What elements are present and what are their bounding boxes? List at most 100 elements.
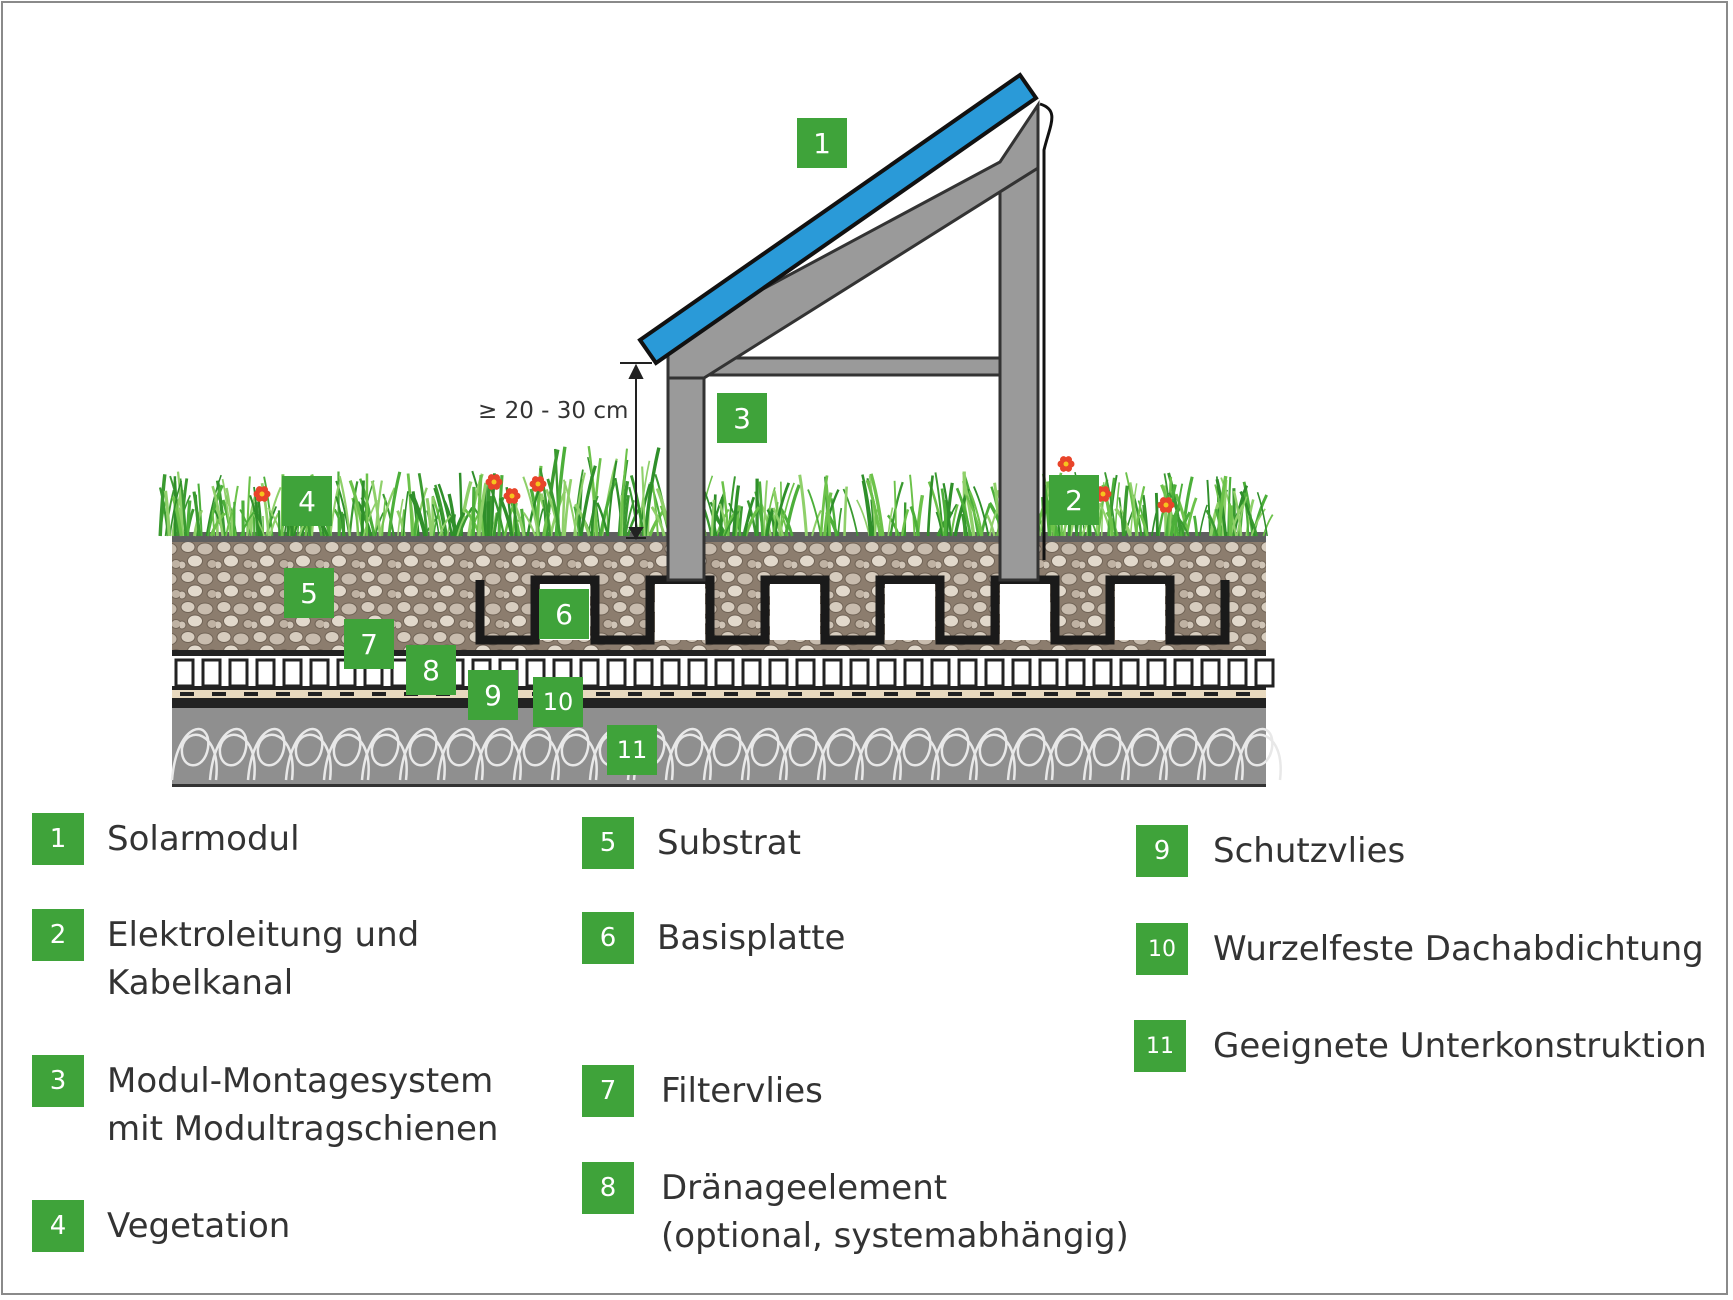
grass-blade [837,507,843,537]
grass-blade [1125,472,1138,537]
insulation-loop [892,727,940,781]
grass-blade [397,498,404,537]
callout-badge-9: 9 [468,670,518,720]
grass-blade [1154,492,1159,537]
electric-cable [1039,102,1054,560]
flower-center [509,493,515,499]
fleece-dash [180,692,194,696]
grass-blade [780,508,794,537]
grass-blade [492,512,500,537]
grass-blade [341,513,346,537]
fleece-dash [372,692,386,696]
drainage-cell [822,658,843,688]
grass-blade [158,474,167,537]
insulation-loop [854,727,902,781]
grass-blade [784,484,801,537]
grass-blade [968,490,984,537]
flower-petal [1165,505,1172,513]
insulation-loop [284,727,332,781]
grass-blade [926,475,934,537]
fleece-dash [244,692,258,696]
insulation-loop [1158,727,1206,781]
grass-blade [225,487,235,537]
fleece-dash [1044,692,1058,696]
flower-petal [488,474,495,482]
legend-badge-9: 9 [1136,825,1188,877]
insulation-loop [246,727,294,781]
grass-blade [417,473,429,537]
insulation-loop [360,727,408,781]
drainage-cell [957,658,978,688]
fleece-dash [212,692,226,696]
grass-blade [622,494,630,537]
fleece-dash [660,692,674,696]
grass-blade [1205,509,1219,537]
grass-blade [381,497,387,537]
callout-badge-10: 10 [533,677,583,727]
callout-badge-3: 3 [717,393,767,443]
drainage-cell [1200,658,1221,688]
grass-blade [965,494,983,537]
insulation-loop [436,727,484,781]
grass-blade [619,448,629,537]
drainage-cell [1011,658,1032,688]
grass-blade [185,500,192,537]
grass-blade [732,485,741,537]
grass-blade [1193,515,1199,537]
grass-blade [1243,492,1250,537]
grass-blade [434,484,448,537]
insulation-loop [1196,727,1244,781]
grass-blade [1248,515,1258,537]
drainage-cell [687,658,708,688]
legend-label-4: Vegetation [107,1206,291,1246]
grass-blade [400,509,406,537]
grass-blade [563,478,573,537]
insulation-loop [208,727,256,781]
grass-blade [408,493,427,537]
drainage-cell [579,658,600,688]
grass-blade [856,499,871,537]
grass-blade [425,498,433,537]
fleece-dash [308,692,322,696]
grass-blade [1227,503,1233,537]
flower-petal [1065,456,1072,464]
drainage-element [172,650,1275,690]
insulation-loop [930,727,978,781]
grass-blade [1256,491,1268,537]
insulation-loop [512,727,560,781]
grass-blade [765,507,775,537]
grass-blade [522,476,540,537]
grass-blade [205,484,224,537]
fleece-dash [852,692,866,696]
drainage-cell [903,658,924,688]
grass-blade [573,472,586,537]
grass-blade [1142,504,1147,537]
grass-blade [1139,514,1149,537]
grass-blade [453,511,466,537]
drainage-cell [849,658,870,688]
drainage-cell [255,658,276,688]
grass-blade [452,514,456,537]
grass-blade [351,497,360,537]
fleece-dash [596,692,610,696]
mounting-frame [666,100,1040,582]
legend-label-6: Basisplatte [657,918,846,958]
flower-petal [261,494,268,502]
grass-blade [438,515,452,537]
grass-blade [772,490,782,537]
substrate-layer [172,540,1266,650]
grass-blade [900,509,910,537]
grass-blade [629,474,645,537]
drainage-cell [1038,658,1059,688]
drainage-cell [309,658,330,688]
grass-blade [546,478,562,537]
drainage-cell [1119,658,1140,688]
legend-badge-5: 5 [582,817,634,869]
grass-blade [171,496,183,537]
grass-blade [512,503,518,537]
fleece-dash [948,692,962,696]
grass-blade [402,491,409,537]
flower-petal [511,496,518,504]
grass-blade [1239,490,1257,537]
insulation-loop [664,727,712,781]
